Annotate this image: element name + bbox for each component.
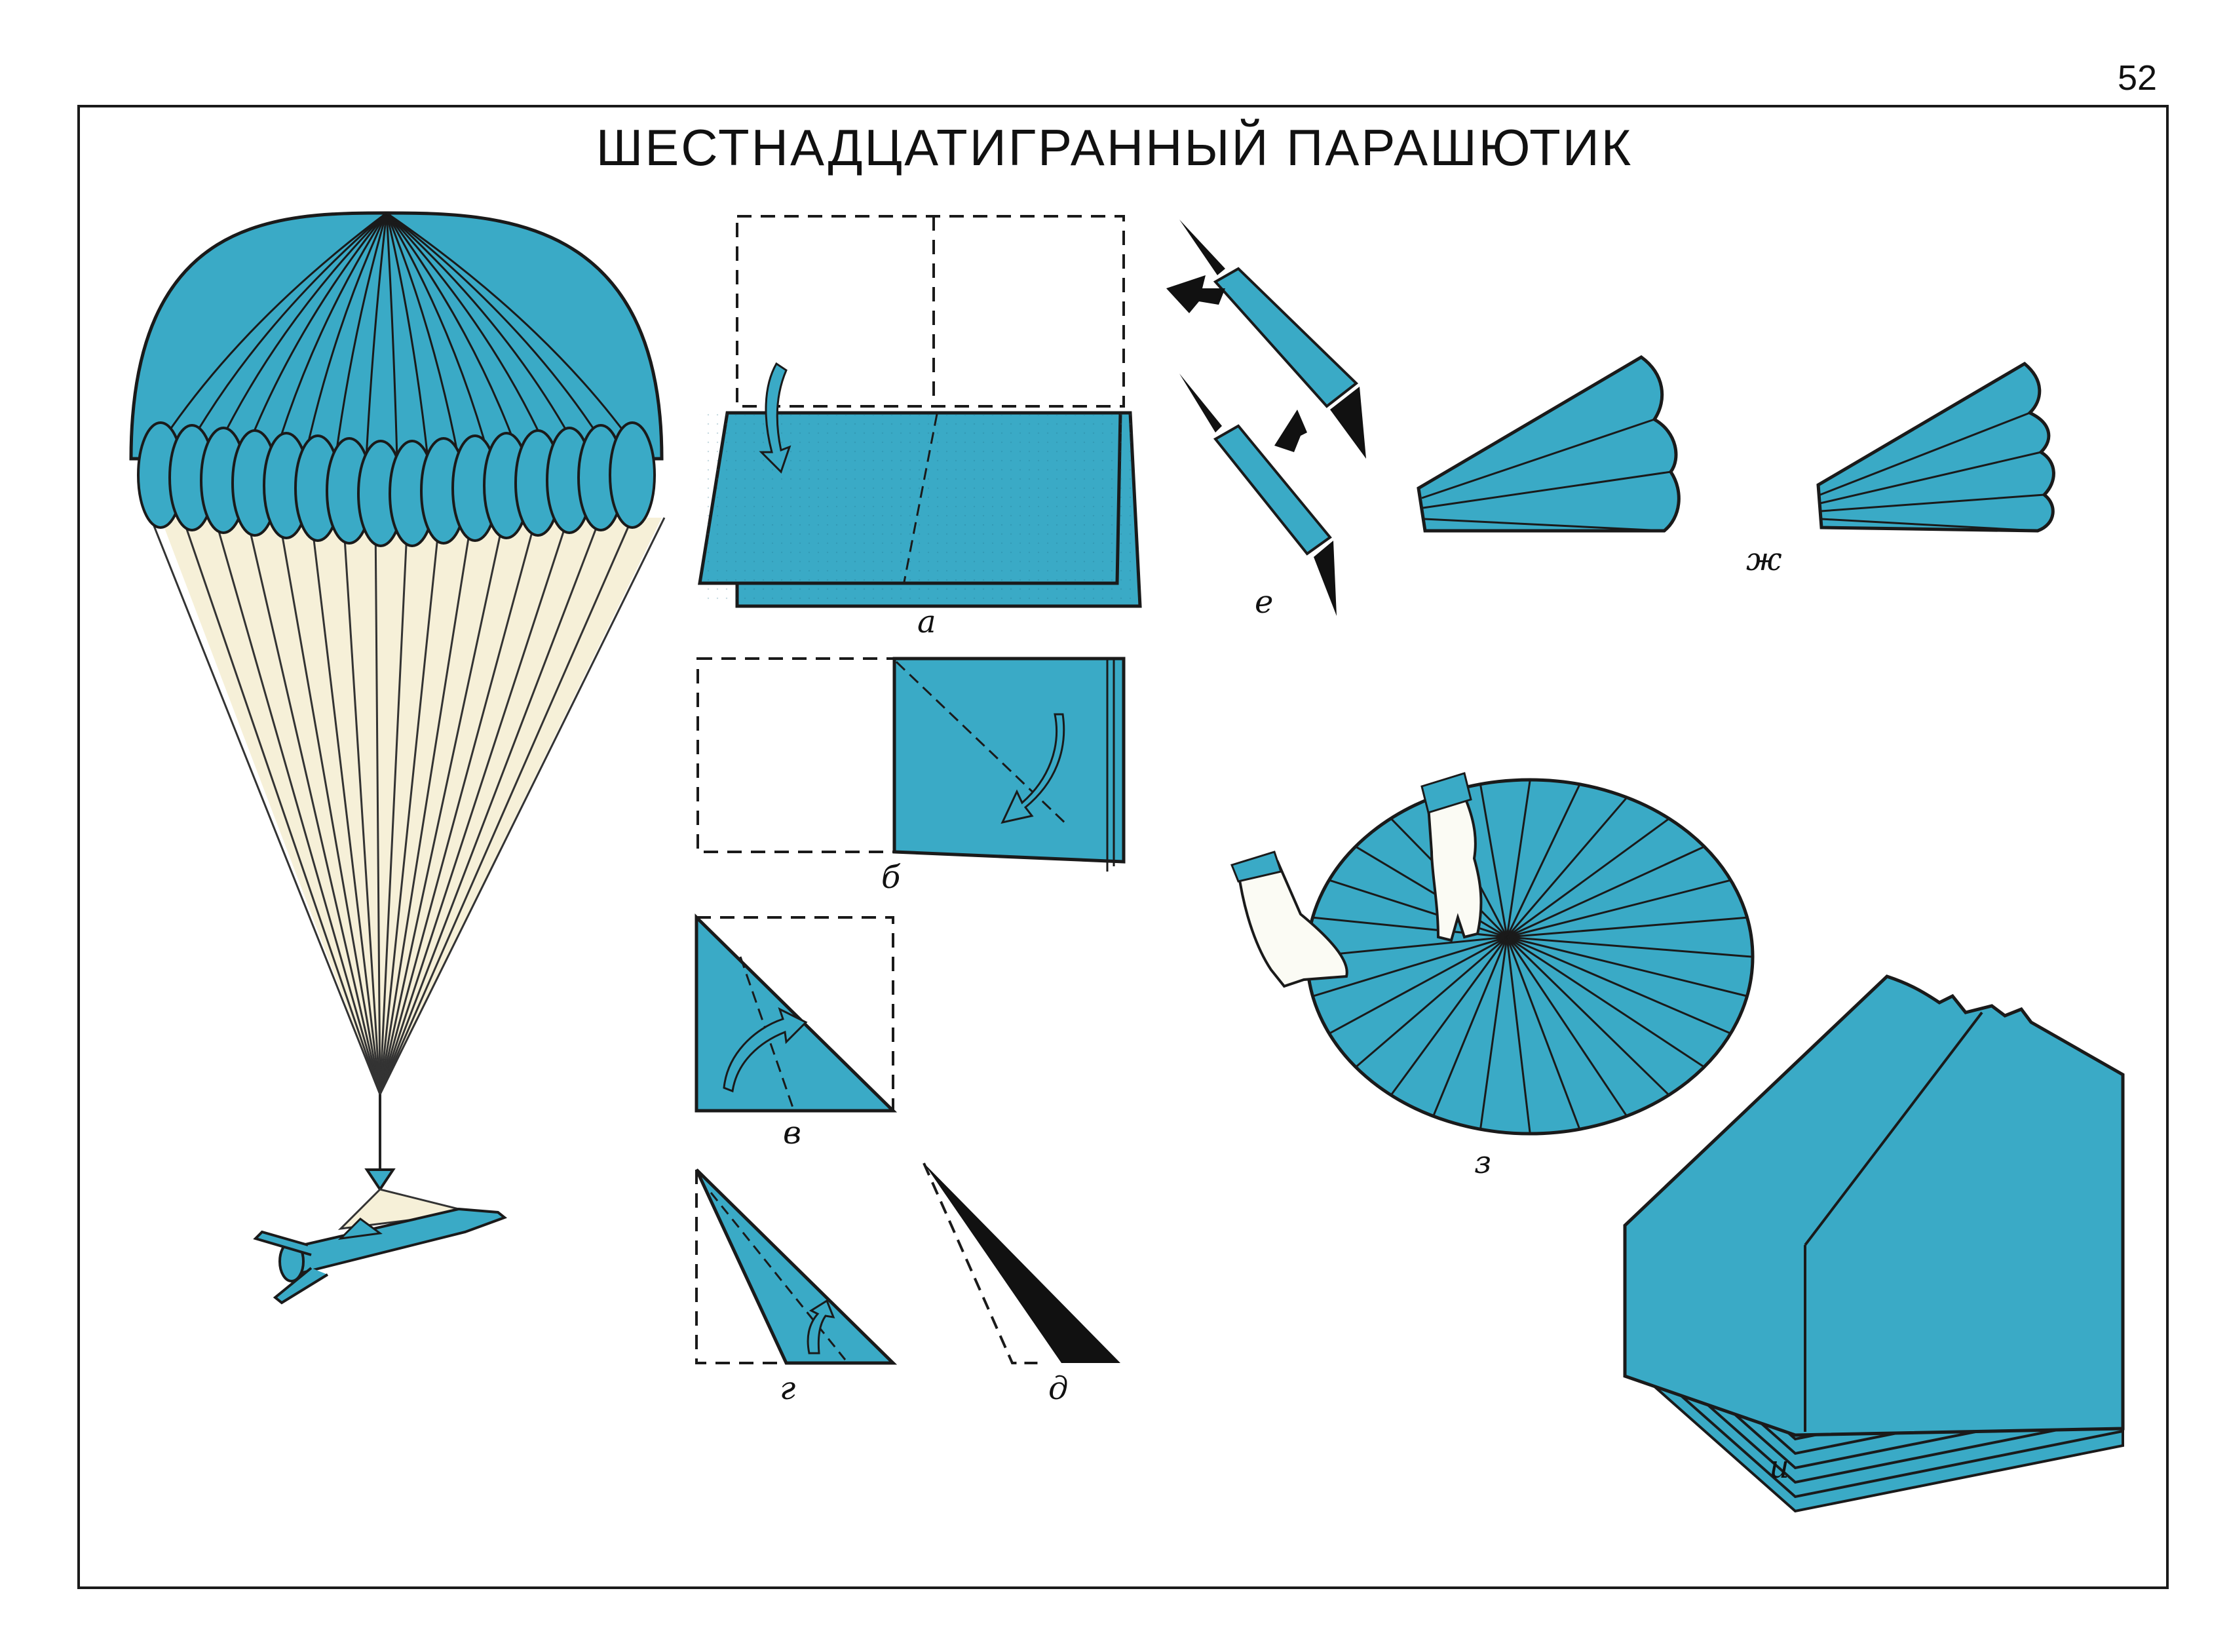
suspension-line	[379, 517, 441, 1095]
canopy-gore-line	[303, 212, 388, 459]
step-i-label: и	[1769, 1449, 1789, 1486]
fan-pleat-line	[1506, 936, 1627, 1116]
fan-pleat-line	[1506, 936, 1746, 997]
suspension-line	[379, 517, 634, 1095]
canopy-gore-line	[334, 212, 388, 459]
suspension-line	[214, 517, 381, 1095]
canopy-gore-line	[386, 212, 614, 459]
step-v-illustration	[695, 913, 898, 1113]
fan-pleat-line	[1506, 879, 1730, 938]
suspension-line	[374, 517, 381, 1095]
canopy-gore-line	[211, 212, 388, 459]
left-hand	[1236, 860, 1348, 988]
step-v-label: в	[783, 1115, 801, 1151]
canopy-gore-line	[385, 212, 460, 459]
fan-pleat-line	[1506, 936, 1580, 1128]
step-i-illustration	[1623, 974, 2125, 1513]
canopy-gore-line	[386, 212, 645, 459]
step-e-label: е	[1255, 584, 1273, 621]
step-z-illustration	[1230, 772, 1755, 1136]
step-d-illustration	[923, 1162, 1120, 1364]
fan-pleat-line	[1506, 936, 1531, 1133]
rocket-payload	[253, 1207, 508, 1305]
suspension-line	[379, 517, 505, 1095]
fan-pleat-line	[1506, 936, 1704, 1067]
canopy-gore-line	[385, 212, 429, 459]
fan-pleat-line	[1314, 936, 1508, 997]
step-g-illustration	[695, 1168, 898, 1365]
fan-pleat-line	[1506, 936, 1669, 1095]
suspension-line	[379, 517, 666, 1095]
parachute-canopy-skirt	[137, 421, 656, 547]
fan-pleat-line	[1506, 785, 1580, 938]
parachute-lines-fill	[161, 518, 662, 1094]
step-g-label: г	[780, 1370, 795, 1407]
canopy-gore-line	[180, 212, 387, 459]
suspension-line	[181, 517, 381, 1095]
page-title: ШЕСТНАДЦАТИГРАННЫЙ ПАРАШЮТИК	[596, 119, 1633, 176]
canopy-gore-line	[385, 212, 398, 459]
canopy-gore-line	[149, 212, 387, 459]
step-d-label: д	[1048, 1370, 1068, 1407]
fan-pleat-line	[1506, 936, 1730, 1034]
canopy-gore-line	[385, 212, 552, 459]
step-b-label: б	[881, 859, 901, 896]
page-frame	[77, 105, 2169, 1589]
parachute-illustration	[129, 211, 666, 1305]
suspension-line	[246, 517, 381, 1095]
canopy-scallop	[609, 421, 656, 529]
fan-pleat-line	[1506, 936, 1752, 958]
fan-pleat-line	[1506, 780, 1531, 938]
suspension-line	[342, 517, 381, 1095]
step-b-illustration	[696, 657, 1126, 872]
step-z-label: з	[1474, 1144, 1491, 1181]
fan-pleat-line	[1356, 846, 1508, 938]
suspension-line	[278, 517, 381, 1095]
fan-pleat-line	[1308, 936, 1508, 958]
fan-pleat-line	[1391, 936, 1508, 1095]
fan-pleat-line	[1506, 797, 1627, 938]
canopy-gore-line	[242, 212, 388, 459]
suspension-line	[379, 517, 601, 1095]
suspension-line	[379, 517, 537, 1095]
right-hand	[1426, 794, 1483, 942]
fan-pleat-line	[1506, 846, 1704, 938]
page-number: 52	[2118, 58, 2158, 98]
suspension-line	[379, 517, 473, 1095]
fan-pleat-line	[1329, 936, 1508, 1034]
step-e-illustration	[1166, 220, 1366, 616]
fan-pleat-line	[1479, 785, 1508, 938]
canopy-gore-line	[273, 212, 388, 459]
step-zh-label: ж	[1746, 541, 1782, 578]
step-zh-illustration	[1417, 355, 2055, 533]
parachute-canopy-gores	[149, 212, 645, 459]
suspension-line	[310, 517, 381, 1095]
canopy-gore-line	[385, 212, 522, 459]
canopy-gore-line	[365, 212, 388, 459]
fan-pleat-line	[1506, 818, 1669, 938]
fan-pleat-line	[1506, 916, 1746, 938]
step-a-illustration	[698, 215, 1142, 608]
suspension-line	[149, 517, 381, 1095]
fan-pleat-line	[1432, 936, 1508, 1116]
parachute-suspension-lines	[149, 517, 666, 1095]
canopy-gore-line	[385, 212, 583, 459]
parachute-connector	[364, 1168, 396, 1192]
fan-pleats	[1308, 780, 1752, 1133]
fan-pleat-line	[1356, 936, 1508, 1067]
suspension-line	[379, 517, 569, 1095]
suspension-line	[379, 517, 409, 1095]
fan-pleat-line	[1479, 936, 1508, 1128]
canopy-gore-line	[385, 212, 491, 459]
step-a-label: а	[917, 604, 936, 640]
